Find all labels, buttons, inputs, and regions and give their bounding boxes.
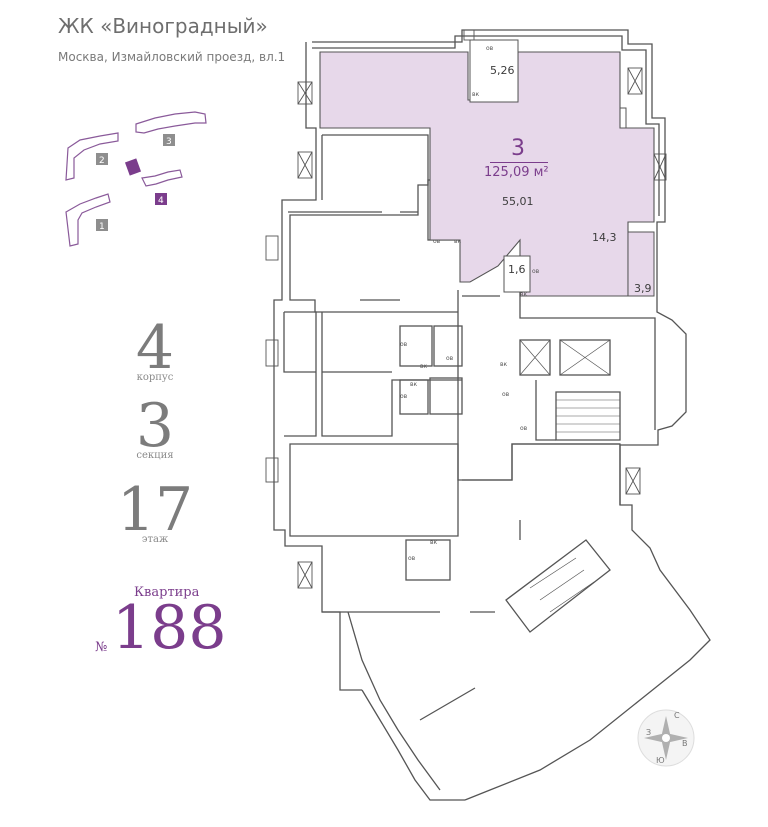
sekciya-value: 3 (135, 391, 175, 461)
site-building-3[interactable] (135, 111, 207, 134)
room-area-bathroom: 5,26 (490, 64, 515, 77)
washer-label: ов (400, 341, 408, 348)
building-walls (265, 29, 711, 801)
washer-label: ов (502, 391, 510, 398)
site-badge-2: 2 (99, 156, 105, 166)
washer-label: ов (486, 45, 494, 52)
apartment-total-area: 125,09 м² (484, 165, 549, 180)
apartment-188-highlight[interactable] (319, 39, 655, 297)
room-area-bedroom: 14,3 (592, 231, 617, 244)
korpus-label: корпус (136, 372, 174, 383)
vent-label: вк (430, 539, 438, 546)
site-building-1[interactable] (65, 193, 111, 247)
site-building-2[interactable] (65, 132, 119, 181)
vent-label: вк (454, 238, 462, 245)
site-badge-1: 1 (99, 222, 105, 232)
compass-west: З (646, 728, 651, 737)
etazh-value: 17 (116, 475, 194, 545)
washer-label: ов (433, 238, 441, 245)
vent-label: вк (520, 291, 528, 298)
compass-south: Ю (656, 756, 665, 765)
vent-label: вк (420, 363, 428, 370)
room-area-wc: 1,6 (508, 263, 526, 276)
compass-east: В (682, 739, 688, 748)
compass (637, 709, 695, 767)
sekciya-label: секция (136, 450, 174, 461)
site-badge-3: 3 (166, 137, 172, 147)
washer-label: ов (446, 355, 454, 362)
site-plan (65, 111, 207, 247)
apartment-rooms-count: 3 (511, 136, 525, 161)
complex-address: Москва, Измайловский проезд, вл.1 (58, 50, 286, 64)
site-building-4-current[interactable] (124, 158, 142, 176)
site-badges (96, 134, 175, 231)
site-building-4-secondary[interactable] (141, 169, 183, 187)
fixture-labels: ов вк ов вк ов вк ов ов вк вк ов вк ов о… (400, 45, 540, 562)
site-badge-4: 4 (158, 196, 164, 206)
complex-title: ЖК «Виноградный» (58, 14, 268, 38)
apartment-label: Квартира (134, 585, 200, 600)
apartment-label-divider (490, 162, 548, 163)
korpus-value: 4 (135, 313, 175, 383)
vent-label: вк (410, 381, 418, 388)
room-area-living: 55,01 (502, 195, 534, 208)
washer-label: ов (408, 555, 416, 562)
washer-label: ов (532, 268, 540, 275)
apartment-number-sign: № (95, 640, 108, 655)
etazh-label: этаж (141, 534, 169, 545)
washer-label: ов (520, 425, 528, 432)
washer-label: ов (400, 393, 408, 400)
vent-label: вк (500, 361, 508, 368)
compass-north: С (674, 711, 680, 720)
vent-label: вк (472, 91, 480, 98)
room-area-storage: 3,9 (634, 282, 652, 295)
apartment-number: 188 (112, 593, 227, 663)
